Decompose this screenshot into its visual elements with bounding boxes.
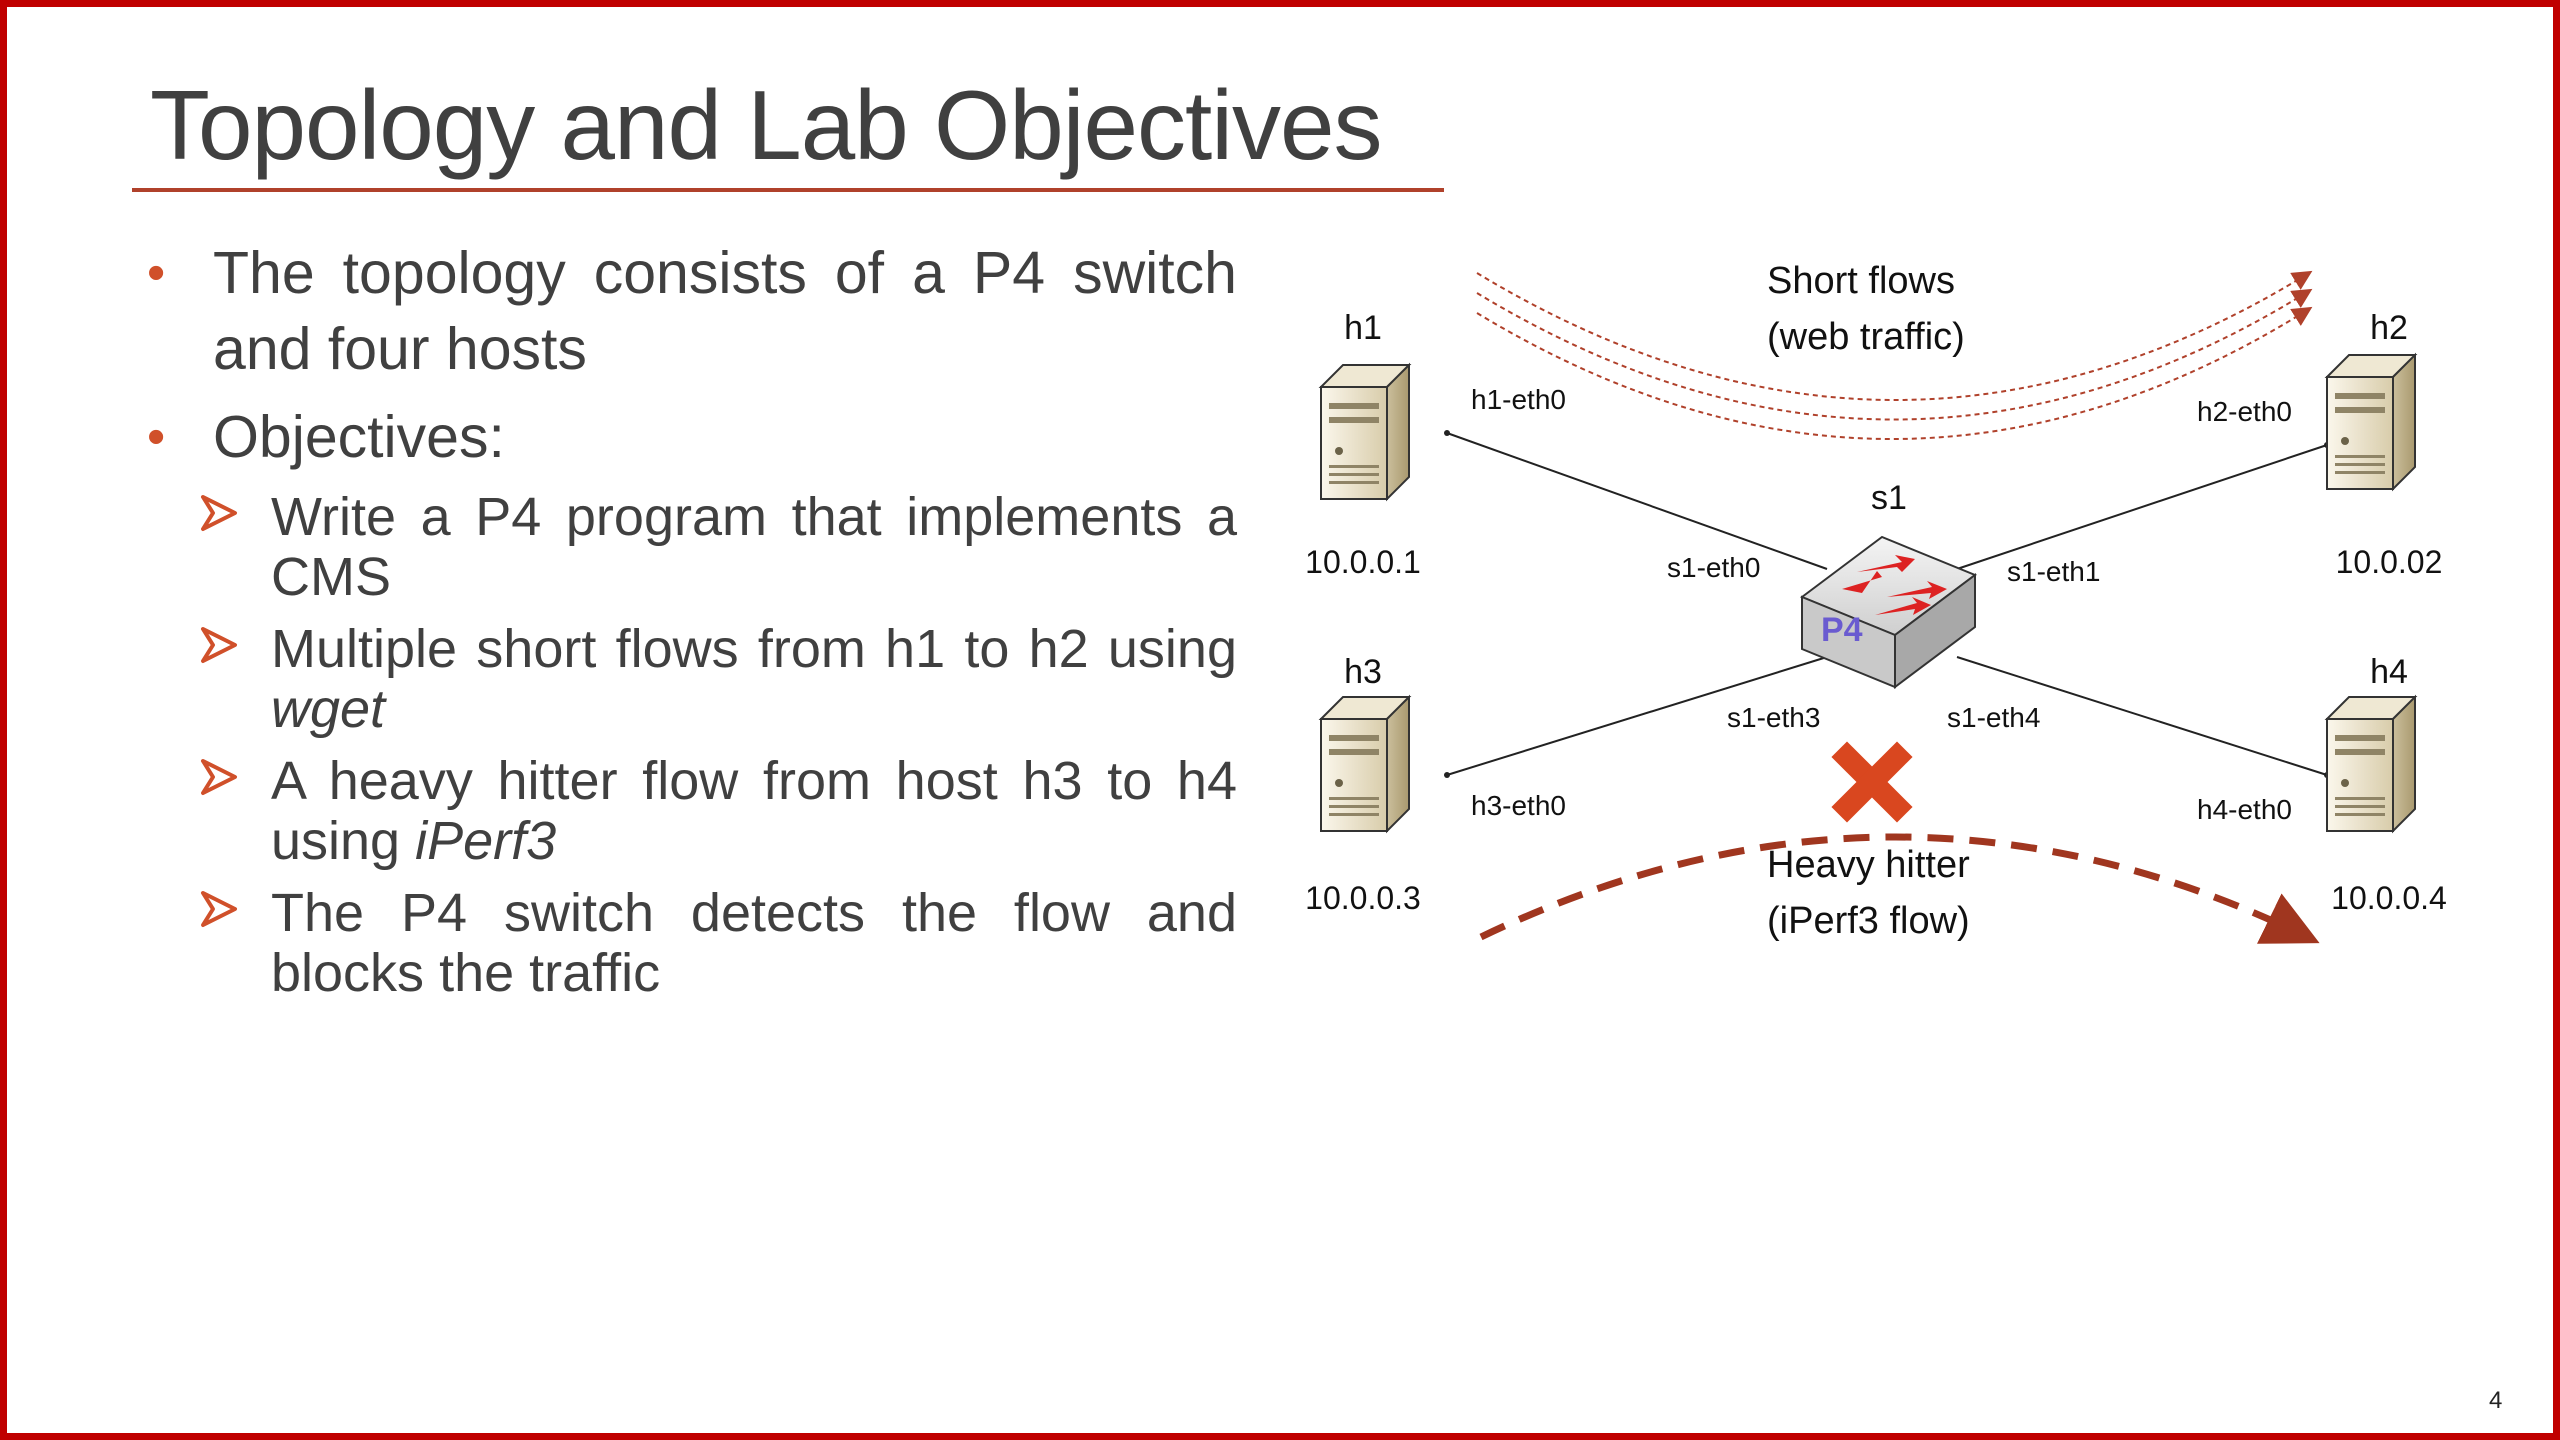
- arrow-bullet-icon: [201, 891, 237, 927]
- h4-label: h4: [2370, 653, 2408, 691]
- arrow-bullet-icon: [201, 627, 237, 663]
- arrow-bullet-icon: [201, 495, 237, 531]
- bullet-topology: • The topology consists of a P4 switch a…: [147, 235, 1237, 387]
- sub-bullet-short-flows: Multiple short flows from h1 to h2 using…: [147, 619, 1237, 739]
- sub-bullet-cms-text: Write a P4 program that implements a CMS: [271, 487, 1237, 607]
- wget-italic: wget: [271, 679, 386, 739]
- h2-label: h2: [2370, 309, 2408, 347]
- h1-label: h1: [1344, 309, 1382, 347]
- iperf3-italic: iPerf3: [415, 811, 557, 871]
- short-flows-label: Short flows: [1767, 260, 1955, 302]
- server-h4-icon: [2326, 696, 2416, 832]
- s1-label: s1: [1871, 479, 1907, 517]
- sub-bullet-heavy-hitter-text: A heavy hitter flow from host h3 to h4 u…: [271, 751, 1237, 871]
- bullet-list: • The topology consists of a P4 switch a…: [147, 235, 1237, 1015]
- h2-ip: 10.0.02: [2336, 544, 2443, 580]
- s1-eth4-label: s1-eth4: [1947, 702, 2040, 733]
- block-x-icon: [1831, 741, 1913, 823]
- page-number: 4: [2489, 1387, 2503, 1414]
- short-flow-arc-1: [1476, 270, 2313, 401]
- bullet-objectives-text: Objectives:: [213, 404, 505, 470]
- switch-logo: P4: [1821, 611, 1863, 649]
- sub-bullet-cms: Write a P4 program that implements a CMS: [147, 487, 1237, 607]
- h3-ip: 10.0.0.3: [1305, 880, 1421, 916]
- bullet-dot-icon: •: [147, 244, 166, 302]
- h4-ip: 10.0.0.4: [2331, 880, 2447, 916]
- bullet-objectives: • Objectives:: [147, 399, 1237, 475]
- heavy-hitter-arc: [1479, 833, 2320, 944]
- p4-switch-icon: P4: [1799, 535, 1978, 689]
- arrow-bullet-icon: [201, 759, 237, 795]
- slide-title: Topology and Lab Objectives: [150, 70, 1382, 180]
- sub-bullet-detect: The P4 switch detects the flow and block…: [147, 883, 1237, 1003]
- sub-bullet-short-flows-text: Multiple short flows from h1 to h2 using: [271, 619, 1237, 679]
- h2-iface-label: h2-eth0: [2197, 396, 2292, 427]
- topology-diagram: P4 h1 h2 h3 h4 s1 10.0.0.1 10.0.02 10.0.…: [1305, 260, 2447, 944]
- h1-ip: 10.0.0.1: [1305, 544, 1421, 580]
- h4-iface-label: h4-eth0: [2197, 794, 2292, 825]
- s1-eth3-label: s1-eth3: [1727, 702, 1820, 733]
- link-h3-s1: [1446, 656, 1828, 776]
- short-flow-arc-3: [1476, 306, 2313, 440]
- h3-label: h3: [1344, 653, 1382, 691]
- bullet-dot-icon: •: [147, 408, 166, 466]
- server-h3-icon: [1320, 696, 1410, 832]
- server-h2-icon: [2326, 354, 2416, 490]
- h1-iface-label: h1-eth0: [1471, 384, 1566, 415]
- s1-eth0-label: s1-eth0: [1667, 552, 1760, 583]
- link-h2-s1: [1956, 444, 2328, 570]
- bullet-topology-text: The topology consists of a P4 switch and…: [213, 240, 1237, 382]
- short-flows-sublabel: (web traffic): [1767, 316, 1965, 358]
- heavy-hitter-label: Heavy hitter: [1767, 844, 1970, 886]
- link-h4-s1: [1956, 656, 2328, 776]
- sub-bullet-heavy-hitter: A heavy hitter flow from host h3 to h4 u…: [147, 751, 1237, 871]
- short-flow-arc-2: [1476, 288, 2313, 421]
- h3-iface-label: h3-eth0: [1471, 790, 1566, 821]
- title-underline: [132, 188, 1444, 192]
- server-h1-icon: [1320, 364, 1410, 500]
- link-h1-s1: [1446, 432, 1828, 570]
- heavy-hitter-sublabel: (iPerf3 flow): [1767, 900, 1970, 942]
- sub-bullet-detect-text: The P4 switch detects the flow and block…: [271, 883, 1237, 1003]
- s1-eth1-label: s1-eth1: [2007, 556, 2100, 587]
